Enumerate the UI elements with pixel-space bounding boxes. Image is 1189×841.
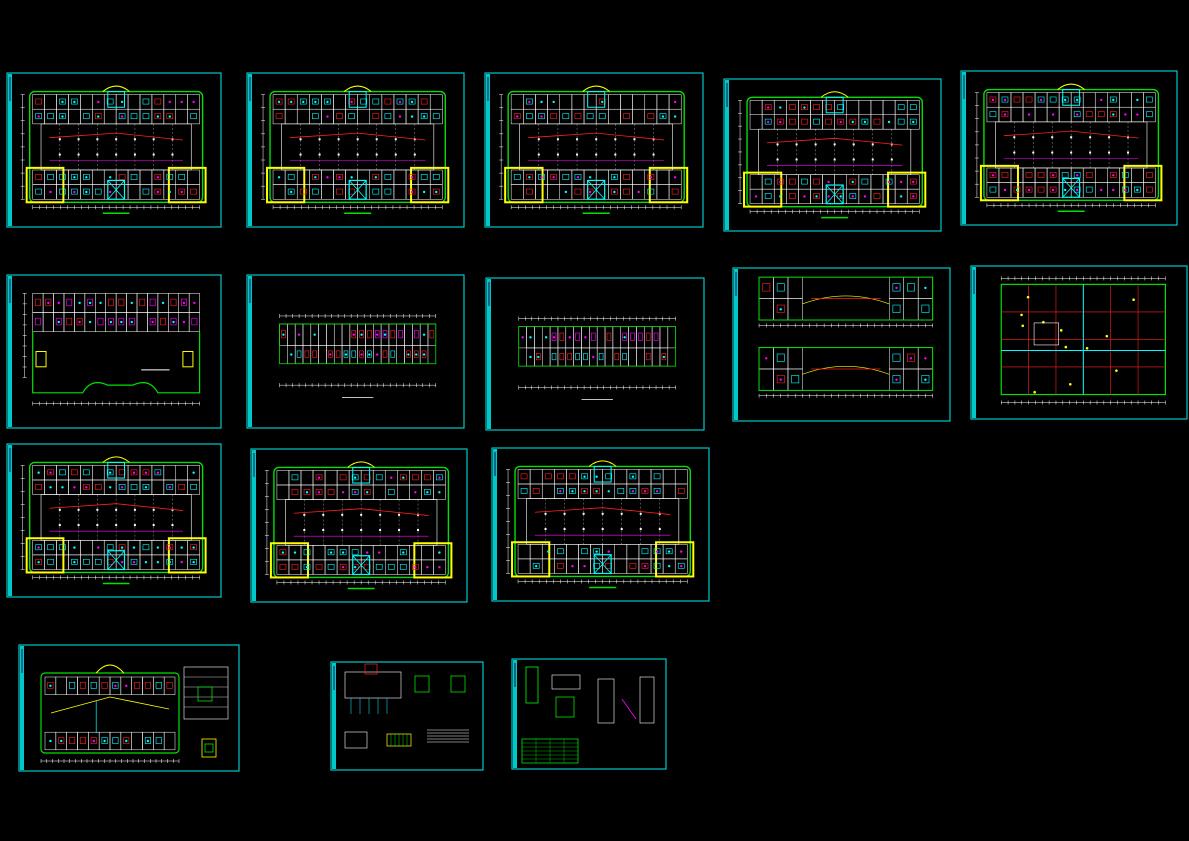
- title-block-icon: [494, 452, 496, 476]
- sheet-frame: [6, 72, 222, 228]
- title-block-icon: [21, 649, 23, 673]
- drawing-sheet-11[interactable]: [6, 443, 222, 598]
- title-block-icon: [333, 666, 335, 690]
- drawing-sheet-8[interactable]: [485, 277, 705, 431]
- title-strip: [248, 276, 252, 427]
- title-strip: [487, 279, 491, 429]
- drawing-sheet-12[interactable]: [250, 448, 468, 603]
- drawing-sheet-14[interactable]: [18, 644, 240, 772]
- title-block-icon: [514, 663, 516, 687]
- title-block-icon: [253, 453, 255, 477]
- drawing-sheet-7[interactable]: [246, 274, 465, 429]
- title-block-icon: [487, 77, 489, 101]
- sheet-frame: [491, 447, 710, 602]
- drawing-sheet-2[interactable]: [246, 72, 465, 228]
- sheets-layer: [6, 70, 1188, 772]
- drawing-sheet-6[interactable]: [6, 274, 222, 429]
- title-strip: [725, 80, 729, 230]
- sheet-frame: [723, 78, 942, 232]
- sheet-frame: [732, 267, 951, 422]
- drawing-sheet-15[interactable]: [330, 661, 484, 771]
- title-block-icon: [9, 448, 11, 472]
- drawing-sheet-4[interactable]: [723, 78, 942, 232]
- title-block-icon: [9, 279, 11, 303]
- drawing-sheet-13[interactable]: [491, 447, 710, 602]
- title-block-icon: [963, 75, 965, 99]
- sheet-frame: [511, 658, 667, 770]
- title-block-icon: [249, 279, 251, 303]
- title-strip: [8, 276, 12, 427]
- drawing-sheet-9[interactable]: [732, 267, 951, 422]
- drawing-sheet-16[interactable]: [511, 658, 667, 770]
- title-strip: [734, 269, 738, 420]
- title-strip: [972, 267, 976, 418]
- title-strip: [8, 445, 12, 596]
- title-strip: [486, 74, 490, 226]
- title-strip: [493, 449, 497, 600]
- drawing-sheet-5[interactable]: [960, 70, 1178, 226]
- title-block-icon: [9, 77, 11, 101]
- title-strip: [252, 450, 256, 601]
- title-strip: [962, 72, 966, 224]
- title-strip: [513, 660, 517, 768]
- title-strip: [20, 646, 24, 770]
- title-block-icon: [735, 272, 737, 296]
- sheet-frame: [970, 265, 1188, 420]
- drawing-sheet-1[interactable]: [6, 72, 222, 228]
- sheet-frame: [250, 448, 468, 603]
- title-strip: [332, 663, 336, 769]
- sheet-frame: [6, 443, 222, 598]
- sheet-frame: [330, 661, 484, 771]
- sheet-frame: [246, 72, 465, 228]
- title-block-icon: [249, 77, 251, 101]
- title-strip: [8, 74, 12, 226]
- drawing-sheet-3[interactable]: [484, 72, 704, 228]
- title-block-icon: [726, 83, 728, 107]
- title-block-icon: [488, 282, 490, 306]
- title-block-icon: [973, 270, 975, 294]
- sheet-frame: [960, 70, 1178, 226]
- title-strip: [248, 74, 252, 226]
- sheet-frame: [484, 72, 704, 228]
- drawing-sheet-10[interactable]: [970, 265, 1188, 420]
